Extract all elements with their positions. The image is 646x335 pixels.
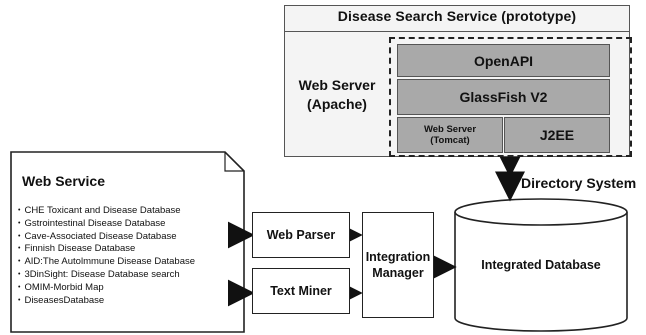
- web-parser-label: Web Parser: [266, 228, 336, 242]
- disease-search-service-title: Disease Search Service (prototype): [337, 8, 577, 24]
- list-item: Gstrointestinal Disease Database: [18, 218, 195, 231]
- j2ee-block: J2EE: [504, 117, 610, 153]
- tomcat-label-line2: (Tomcat): [430, 135, 470, 146]
- tomcat-label-line1: Web Server: [423, 124, 477, 135]
- glassfish-label: GlassFish V2: [459, 89, 548, 105]
- j2ee-label: J2EE: [539, 127, 575, 143]
- text-miner-box: Text Miner: [252, 268, 350, 314]
- tomcat-block: Web Server (Tomcat): [397, 117, 503, 153]
- list-item: 3DinSight: Disease Database search: [18, 269, 195, 282]
- list-item: CHE Toxicant and Disease Database: [18, 205, 195, 218]
- integration-manager-box: Integration Manager: [362, 212, 434, 318]
- glassfish-block: GlassFish V2: [397, 79, 610, 115]
- web-service-list: CHE Toxicant and Disease Database Gstroi…: [18, 205, 195, 307]
- server-stack-dashed-boundary: [389, 37, 632, 157]
- web-service-title: Web Service: [22, 173, 106, 189]
- directory-system-label: Directory System: [521, 175, 637, 191]
- list-item: AID:The Autolmmune Disease Database: [18, 256, 195, 269]
- list-item: DiseasesDatabase: [18, 295, 195, 308]
- list-item: Finnish Disease Database: [18, 243, 195, 256]
- integration-manager-label: Integration Manager: [365, 250, 431, 280]
- openapi-label: OpenAPI: [473, 52, 534, 69]
- web-parser-box: Web Parser: [252, 212, 350, 258]
- integrated-database-label: Integrated Database: [481, 258, 601, 272]
- integrated-database-cylinder: [454, 198, 628, 332]
- web-server-apache-label: Web Server (Apache): [298, 77, 376, 112]
- panel-title-divider: [284, 31, 630, 32]
- list-item: OMIM-Morbid Map: [18, 282, 195, 295]
- openapi-block: OpenAPI: [397, 44, 610, 77]
- text-miner-label: Text Miner: [270, 284, 332, 298]
- list-item: Cave-Associated Disease Database: [18, 231, 195, 244]
